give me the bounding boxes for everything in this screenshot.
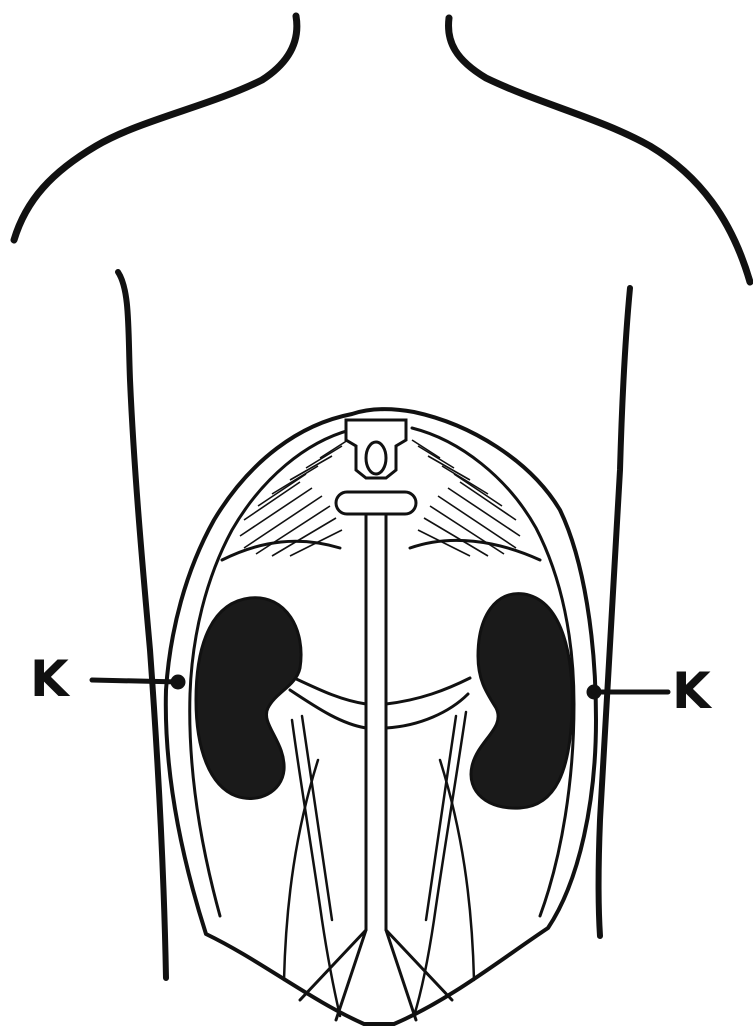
left-kidney — [196, 598, 301, 799]
left-shoulder-line — [14, 16, 297, 240]
right-kidney-label: K — [672, 666, 711, 716]
vertebra — [336, 420, 416, 514]
renal-vessels — [290, 676, 470, 728]
right-kidney-pointer-dot — [589, 687, 599, 697]
right-ureter — [414, 712, 466, 1016]
right-ureter-inner — [426, 716, 456, 920]
left-renal-vein-upper — [290, 676, 366, 704]
right-torso-side — [599, 288, 631, 936]
left-kidney-label: K — [30, 654, 69, 704]
left-kidney-pointer-dot — [173, 677, 183, 687]
label-pointers — [92, 677, 668, 697]
right-kidney — [471, 594, 572, 809]
torso-outline — [14, 16, 750, 282]
iliac-split — [300, 930, 452, 1000]
left-kidney-pointer — [92, 680, 180, 682]
ureters — [284, 712, 474, 1016]
kidneys — [196, 594, 572, 809]
right-renal-vein-upper — [386, 678, 470, 704]
left-renal-vein-lower — [290, 690, 366, 728]
diaphragm-line — [222, 540, 540, 560]
aortic-hiatus — [366, 442, 386, 474]
aortic-ring — [336, 492, 416, 514]
right-shoulder-line — [448, 18, 750, 282]
left-torso-side — [118, 272, 166, 978]
